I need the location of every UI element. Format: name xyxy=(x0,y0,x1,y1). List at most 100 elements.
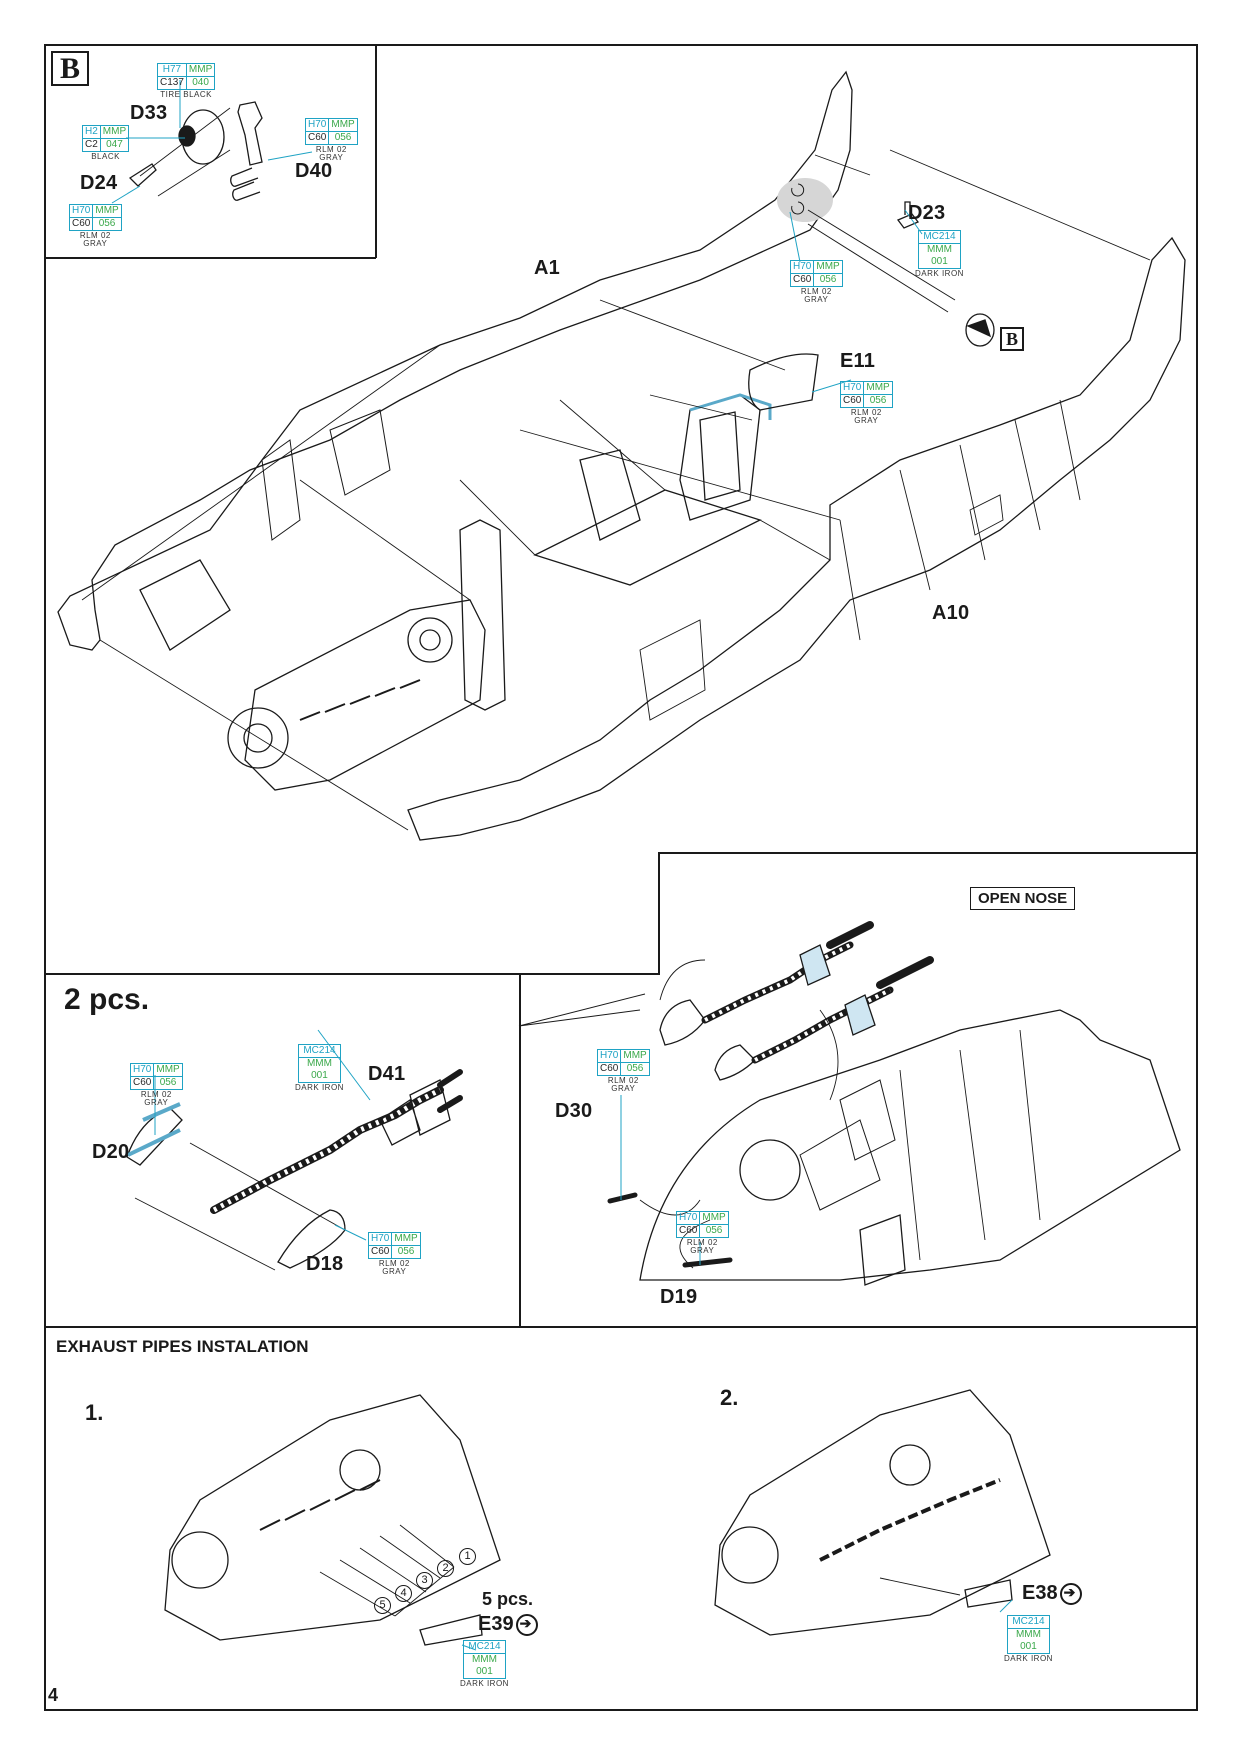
paint-code-brand: MMP xyxy=(813,260,843,274)
paint-name: RLM 02 GRAY xyxy=(79,231,111,248)
paint-code-mr: C60 xyxy=(367,1245,393,1259)
part-label-a1: A1 xyxy=(534,257,560,279)
paint-callout-e38: MC214 MMM 001 DARK IRON xyxy=(1004,1615,1053,1663)
part-label-d18: D18 xyxy=(306,1253,344,1275)
paint-code-brand: MMP xyxy=(699,1211,729,1225)
paint-name: DARK IRON xyxy=(1004,1654,1053,1663)
engine-front-gear xyxy=(227,707,289,769)
paint-code-gunze: H70 xyxy=(789,260,815,274)
inset-b-divider-vertical xyxy=(375,44,377,258)
paint-code-brand: MMP xyxy=(92,204,122,218)
paint-code-mr: C137 xyxy=(157,76,187,90)
exhaust-divider-top xyxy=(44,1326,1196,1328)
paint-name: RLM 02 GRAY xyxy=(140,1090,172,1107)
d18-right-installed xyxy=(714,1044,756,1081)
paint-name: RLM 02 GRAY xyxy=(607,1076,639,1093)
inset-b-drawing xyxy=(128,101,263,201)
paint-name: TIRE BLACK xyxy=(160,90,212,99)
nose-gun-box xyxy=(859,1214,906,1286)
paint-code-gunze: MC214 xyxy=(918,230,961,244)
paint-name: DARK IRON xyxy=(295,1083,344,1092)
page-number: 4 xyxy=(48,1685,59,1705)
paint-code-number: 001 xyxy=(1007,1641,1050,1654)
photo-etch-swap-icon xyxy=(1059,1582,1082,1605)
paint-callout-e39: MC214 MMM 001 DARK IRON xyxy=(460,1640,509,1688)
part-label-e11: E11 xyxy=(840,350,876,372)
paint-code-brand: MMP xyxy=(328,118,358,132)
part-label-d30: D30 xyxy=(555,1100,593,1122)
engine-step2 xyxy=(714,1389,1051,1636)
paint-code-number: 056 xyxy=(699,1224,729,1238)
part-label-d19: D19 xyxy=(660,1286,698,1308)
engine-pulley xyxy=(407,617,453,663)
paint-code-number: 056 xyxy=(153,1076,183,1090)
paint-code-gunze: H70 xyxy=(367,1232,393,1246)
guns-divider-vertical xyxy=(519,973,521,1327)
exhaust-position-1: 1 xyxy=(459,1548,476,1565)
d41-receiver xyxy=(379,1079,451,1146)
paint-code-mr: C2 xyxy=(82,138,101,152)
exhaust-position-3: 3 xyxy=(416,1572,433,1589)
paint-code-brand: MMP xyxy=(391,1232,421,1246)
firewall xyxy=(459,519,506,711)
exhaust-step-1-quantity: 5 pcs. xyxy=(482,1589,534,1609)
paint-code-number: 056 xyxy=(92,217,122,231)
nose-gun-ammo-drum xyxy=(739,1139,801,1201)
exhaust-step1-drawing xyxy=(164,1394,501,1646)
armor-plate-e11 xyxy=(748,353,819,411)
section-marker-b-reference: B xyxy=(1000,327,1024,351)
paint-name: RLM 02 GRAY xyxy=(686,1238,718,1255)
paint-name: DARK IRON xyxy=(915,269,964,278)
paint-code-number: 056 xyxy=(813,273,843,287)
open-nose-drawing xyxy=(518,921,1181,1286)
pilot-seat xyxy=(679,394,761,521)
exhaust-section-title: EXHAUST PIPES INSTALATION xyxy=(56,1337,309,1356)
exhaust-position-4: 4 xyxy=(395,1585,412,1602)
d40-fork xyxy=(230,167,261,201)
part-label-d23: D23 xyxy=(908,202,946,224)
paint-code-brand: MMP xyxy=(863,381,893,395)
paint-code-gunze: MC214 xyxy=(1007,1615,1050,1629)
paint-code-brand: MMP xyxy=(153,1063,183,1077)
paint-code-mr: C60 xyxy=(789,273,815,287)
paint-code-gunze: H70 xyxy=(129,1063,155,1077)
part-label-d20: D20 xyxy=(92,1141,130,1163)
exhaust-step-2-part: E38 xyxy=(1022,1582,1082,1605)
paint-code-brand: MMP xyxy=(185,63,216,77)
paint-name: RLM 02 GRAY xyxy=(800,287,832,304)
exhaust-step-1-number: 1. xyxy=(85,1400,104,1425)
paint-code-number: 056 xyxy=(328,131,358,145)
exhaust-step-1-part: E39 xyxy=(478,1613,538,1636)
paint-code-mr: C60 xyxy=(68,217,94,231)
open-nose-divider-top xyxy=(658,852,1196,854)
exhaust-position-2: 2 xyxy=(437,1560,454,1577)
fuselage-half-a1 xyxy=(57,70,853,651)
exhaust-step2-drawing xyxy=(714,1389,1051,1636)
paint-code-number: 001 xyxy=(463,1666,506,1679)
paint-callout-d23: MC214 MMM 001 DARK IRON xyxy=(915,230,964,278)
paint-name: BLACK xyxy=(91,152,120,161)
part-label-e38: E38 xyxy=(1022,1582,1058,1604)
section-marker-b: B xyxy=(51,51,89,86)
fuselage-half-a10 xyxy=(407,236,1186,841)
gun-assembly-drawing xyxy=(126,1069,463,1271)
paint-code-mr: C60 xyxy=(675,1224,701,1238)
d20-part xyxy=(126,1107,183,1166)
paint-code-gunze: MC214 xyxy=(463,1640,506,1654)
paint-code-number: 056 xyxy=(863,394,893,408)
paint-code-number: 047 xyxy=(99,138,130,152)
paint-name: RLM 02 GRAY xyxy=(850,408,882,425)
paint-code-gunze: H70 xyxy=(68,204,94,218)
d30-d19-rods xyxy=(607,1192,733,1268)
paint-code-mr: C60 xyxy=(129,1076,155,1090)
engine-step1 xyxy=(164,1394,501,1641)
page-frame xyxy=(44,44,1198,1711)
e39-exhaust-part xyxy=(419,1614,483,1646)
paint-code-number: 056 xyxy=(391,1245,421,1259)
